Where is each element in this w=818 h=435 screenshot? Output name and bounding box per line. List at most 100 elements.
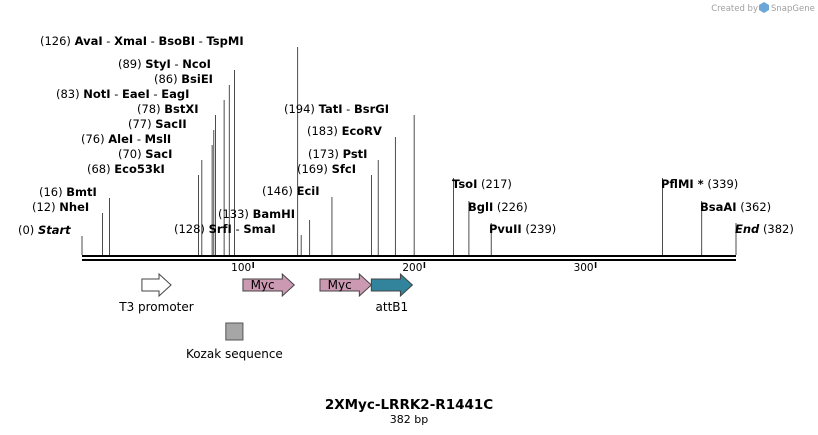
site-label: (0) Start: [18, 223, 71, 237]
site-position: (183): [307, 124, 338, 138]
feature-kozak-sequence[interactable]: Kozak sequence: [186, 322, 283, 361]
site-label: (68) Eco53kI: [87, 162, 165, 176]
site-psti[interactable]: (173) PstI: [308, 147, 379, 255]
site-nhei[interactable]: (12) NheI: [32, 200, 103, 255]
site-tsoi[interactable]: TsoI (217): [452, 177, 512, 255]
site-start[interactable]: (0) Start: [18, 223, 83, 255]
tick-label: 200: [402, 262, 422, 274]
site-label: (126) AvaI - XmaI - BsoBI - TspMI: [40, 34, 244, 48]
feature-arrow: [242, 272, 296, 298]
site-enzyme-name: BsrGI: [354, 102, 389, 116]
site-avai[interactable]: (126) AvaI - XmaI - BsoBI - TspMI: [40, 34, 299, 255]
feature-attb1[interactable]: attB1: [370, 272, 414, 314]
site-position: (146): [262, 184, 293, 198]
site-enzyme-name: PflMI *: [661, 177, 704, 191]
feature-myc[interactable]: Myc: [242, 272, 296, 298]
site-position: (68): [87, 162, 111, 176]
site-label: (169) SfcI: [297, 162, 356, 176]
site-label: BsaAI (362): [700, 200, 771, 214]
site-styi[interactable]: (89) StyI - NcoI: [118, 57, 235, 255]
feature-label: Myc: [328, 278, 352, 292]
site-label: (16) BmtI: [39, 185, 97, 199]
site-position: (76): [81, 132, 105, 146]
site-enzyme-name: BsoBI: [158, 34, 195, 48]
site-bsiei[interactable]: (86) BsiEI: [154, 72, 230, 255]
site-position: (173): [308, 147, 339, 161]
site-position: (362): [740, 200, 771, 214]
site-eco53ki[interactable]: (68) Eco53kI: [87, 162, 199, 255]
feature-box: [225, 322, 244, 341]
site-tati[interactable]: (194) TatI - BsrGI: [284, 102, 415, 255]
site-end[interactable]: End (382): [735, 222, 794, 255]
site-enzyme-name: TatI: [319, 102, 343, 116]
site-enzyme-name: AvaI: [75, 34, 103, 48]
site-sfci[interactable]: (169) SfcI: [297, 162, 372, 255]
site-noti[interactable]: (83) NotI - EaeI - EagI: [56, 87, 225, 255]
feature-t3-promoter[interactable]: T3 promoter: [118, 272, 194, 314]
site-label: (77) SacII: [128, 117, 187, 131]
site-enzyme-name: BsaAI: [700, 200, 737, 214]
ruler: 100 200 300: [231, 262, 597, 274]
site-enzyme-name: Start: [38, 223, 71, 237]
site-pvuii[interactable]: PvuII (239): [489, 222, 556, 255]
site-enzyme-name: StyI: [145, 57, 171, 71]
feature-label: attB1: [376, 300, 409, 314]
site-bstxi[interactable]: (78) BstXI: [137, 102, 216, 255]
sequence-title: 2XMyc-LRRK2-R1441C: [325, 397, 493, 413]
site-position: (217): [481, 177, 512, 191]
tick-label: 300: [574, 262, 594, 274]
site-position: (226): [497, 200, 528, 214]
site-label: (173) PstI: [308, 147, 367, 161]
site-enzyme-name: SacI: [145, 147, 172, 161]
site-position: (339): [707, 177, 738, 191]
site-ecii[interactable]: (146) EciI: [262, 184, 333, 255]
feature-label: Kozak sequence: [186, 347, 283, 361]
site-enzyme-name: NheI: [59, 200, 89, 214]
site-label: (86) BsiEI: [154, 72, 213, 86]
site-position: (12): [32, 200, 56, 214]
site-enzyme-name: MslI: [145, 132, 172, 146]
site-bamhi[interactable]: (133) BamHI: [218, 207, 311, 255]
site-enzyme-name: NcoI: [182, 57, 211, 71]
site-enzyme-name: PvuII: [489, 222, 522, 236]
site-enzyme-name: PstI: [343, 147, 368, 161]
site-label: (183) EcoRV: [307, 124, 382, 138]
site-saci[interactable]: (70) SacI: [118, 147, 203, 255]
tick-label: 100: [231, 262, 251, 274]
site-enzyme-name: EaeI: [122, 87, 150, 101]
site-enzyme-name: EagI: [161, 87, 189, 101]
site-label: (83) NotI - EaeI - EagI: [56, 87, 189, 101]
site-enzyme-name: End: [735, 222, 760, 236]
site-alei[interactable]: (76) AleI - MslI: [81, 132, 213, 255]
site-enzyme-name: BmtI: [66, 185, 97, 199]
site-enzyme-name: TsoI: [452, 177, 477, 191]
site-label: BglI (226): [468, 200, 528, 214]
site-label: (76) AleI - MslI: [81, 132, 171, 146]
site-label: (133) BamHI: [218, 207, 295, 221]
site-position: (70): [118, 147, 142, 161]
site-position: (133): [218, 207, 249, 221]
site-pflmi[interactable]: PflMI * (339): [661, 177, 738, 255]
site-label: End (382): [735, 222, 794, 236]
site-enzyme-name: BglI: [468, 200, 493, 214]
restriction-sites: (0) Start(12) NheI(16) BmtI(68) Eco53kI(…: [18, 34, 794, 255]
site-position: (16): [39, 185, 63, 199]
site-label: (146) EciI: [262, 184, 320, 198]
site-enzyme-name: SacII: [155, 117, 186, 131]
site-ecorv[interactable]: (183) EcoRV: [307, 124, 396, 255]
site-label: (194) TatI - BsrGI: [284, 102, 389, 116]
site-label: PflMI * (339): [661, 177, 738, 191]
site-bmti[interactable]: (16) BmtI: [39, 185, 110, 255]
site-bgli[interactable]: BglI (226): [468, 200, 528, 255]
site-sacii[interactable]: (77) SacII: [128, 117, 215, 255]
site-position: (239): [525, 222, 556, 236]
feature-label: Myc: [251, 278, 275, 292]
site-srfi[interactable]: (128) SrfI - SmaI: [174, 222, 302, 255]
sequence-length: 382 bp: [390, 413, 428, 426]
feature-myc[interactable]: Myc: [319, 272, 373, 298]
site-bsaai[interactable]: BsaAI (362): [700, 200, 771, 255]
backbone: [82, 255, 736, 261]
credit-brand: SnapGene: [771, 4, 815, 14]
feature-arrow: [319, 272, 373, 298]
site-position: (128): [174, 222, 205, 236]
